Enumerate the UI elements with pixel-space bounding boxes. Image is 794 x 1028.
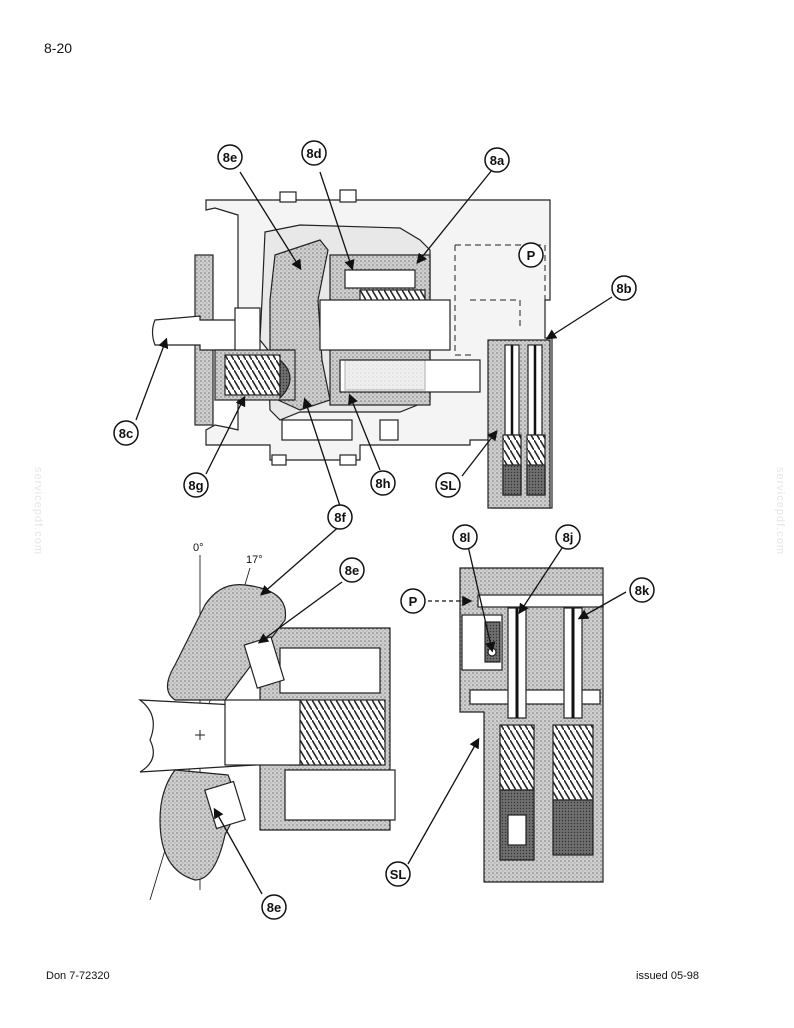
label-sl-valve: SL (390, 867, 407, 882)
callout-8k (629, 577, 655, 603)
callout-8d (301, 140, 327, 166)
callout-8h (370, 470, 396, 496)
callout-8b (611, 275, 637, 301)
callout-8e-lower (261, 894, 287, 920)
piston-upper (344, 269, 416, 289)
callout-8j (555, 524, 581, 550)
spring-left (499, 724, 535, 791)
label-8h: 8h (375, 476, 390, 491)
swash-plate (166, 584, 287, 701)
label-8j: 8j (563, 530, 574, 545)
label-8g: 8g (188, 478, 203, 493)
callout-8e-upper (339, 557, 365, 583)
angle-seventeen-label: 17° (246, 554, 263, 566)
label-p-top: P (527, 248, 536, 263)
label-8c: 8c (119, 426, 133, 441)
footer-doc-number: Don 7-72320 (46, 970, 110, 982)
callout-p-top (518, 242, 544, 268)
slipper-upper (243, 636, 285, 689)
footer-issue-date: issued 05-98 (636, 970, 699, 982)
spring-right (552, 724, 594, 801)
label-8f: 8f (334, 510, 346, 525)
top-section-view (151, 189, 553, 509)
callout-8g (183, 472, 209, 498)
callout-p-valve (400, 588, 426, 614)
callout-8f (327, 504, 353, 530)
label-8e-top: 8e (223, 150, 237, 165)
callout-8e-top (217, 144, 243, 170)
callout-sl-valve (385, 861, 411, 887)
callout-8a (484, 147, 510, 173)
angle-zero-label: 0° (193, 542, 204, 554)
label-8k: 8k (635, 583, 650, 598)
callout-8l (452, 524, 478, 550)
label-8e-lower: 8e (267, 900, 281, 915)
label-8d: 8d (306, 146, 321, 161)
label-8b: 8b (616, 281, 631, 296)
label-8e-upper: 8e (345, 563, 359, 578)
label-sl-top: SL (440, 478, 457, 493)
valve-section-view (459, 567, 604, 883)
callout-sl-top (435, 472, 461, 498)
swashplate-angle-view (138, 555, 396, 901)
label-8a: 8a (490, 153, 505, 168)
page-number: 8-20 (44, 40, 73, 56)
label-p-valve: P (409, 594, 418, 609)
callout-8c (113, 420, 139, 446)
label-8l: 8l (460, 530, 471, 545)
